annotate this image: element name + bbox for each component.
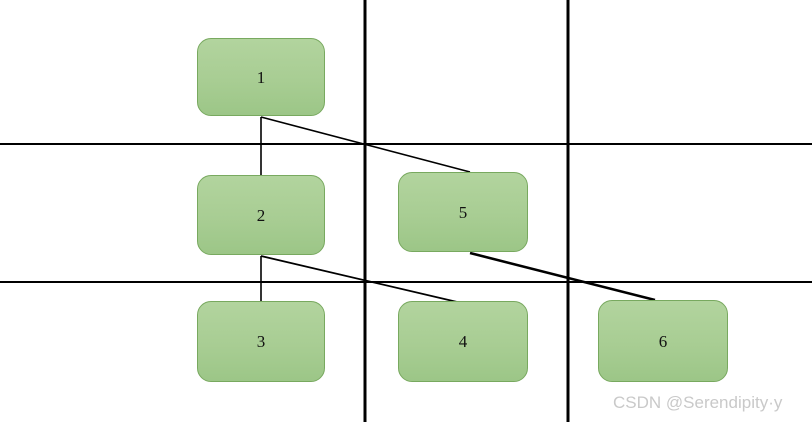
- node-3-label: 3: [256, 332, 266, 351]
- edge-2-4: [260, 255, 471, 306]
- node-1[interactable]: 1: [197, 38, 325, 116]
- node-6-label: 6: [658, 331, 668, 351]
- node-6[interactable]: 6: [598, 300, 728, 382]
- node-5[interactable]: 5: [398, 172, 528, 252]
- node-4-label: 4: [458, 332, 468, 351]
- watermark-text: CSDN @Serendipity·y: [613, 393, 783, 412]
- node-4[interactable]: 4: [398, 301, 528, 382]
- node-1-label: 1: [256, 67, 266, 87]
- edge-5-6: [469, 251, 656, 302]
- node-2-label: 2: [256, 205, 266, 225]
- node-5-label: 5: [458, 202, 468, 222]
- node-3[interactable]: 3: [197, 301, 325, 382]
- node-2[interactable]: 2: [197, 175, 325, 255]
- edges-group: [260, 116, 656, 306]
- edge-1-5: [260, 116, 471, 173]
